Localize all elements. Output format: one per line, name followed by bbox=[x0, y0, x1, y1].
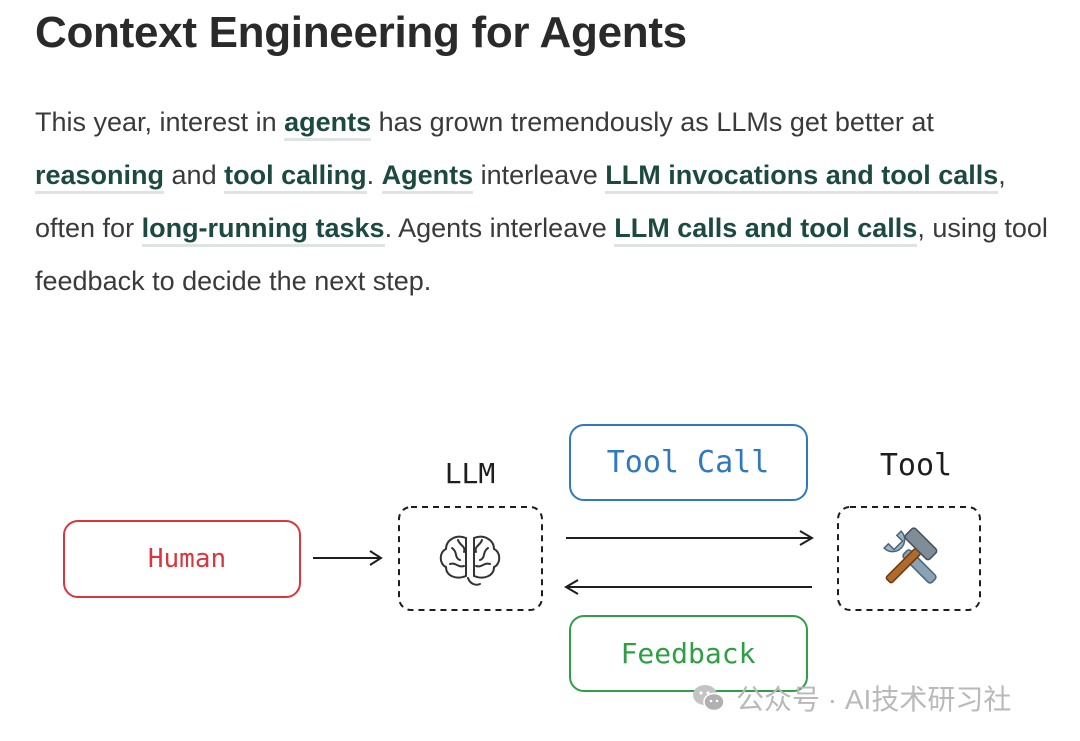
llm-label: LLM bbox=[445, 457, 496, 490]
watermark: 公众号 · AI技术研习社 bbox=[692, 676, 1011, 720]
intro-paragraph: This year, interest in agents has grown … bbox=[35, 96, 1055, 308]
intro-text: has grown tremendously as LLMs get bette… bbox=[371, 107, 934, 137]
link-reasoning[interactable]: reasoning bbox=[35, 160, 165, 194]
intro-text: interleave bbox=[473, 160, 606, 190]
wechat-icon bbox=[693, 685, 725, 712]
tool-call-label: Tool Call bbox=[607, 445, 770, 480]
hammer-wrench-icon bbox=[883, 527, 938, 584]
feedback-box: Feedback bbox=[569, 615, 808, 692]
intro-text: . bbox=[366, 160, 382, 190]
link-agents[interactable]: agents bbox=[284, 107, 372, 141]
link-long-running-tasks[interactable]: long-running tasks bbox=[141, 213, 385, 247]
intro-text: , using tool feedback to decide the next… bbox=[35, 213, 1048, 296]
intro-text: This year, interest in bbox=[35, 107, 285, 137]
tool-label: Tool bbox=[880, 448, 952, 483]
tool-call-box: Tool Call bbox=[569, 424, 808, 501]
tool-to-llm-arrow bbox=[564, 579, 812, 595]
watermark-text: 公众号 · AI技术研习社 bbox=[736, 684, 1012, 715]
human-label: Human bbox=[148, 544, 226, 574]
intro-text: , often for bbox=[35, 160, 1006, 243]
intro-text: and bbox=[164, 160, 225, 190]
llm-to-tool-arrow bbox=[566, 530, 814, 546]
link-llm-invocations[interactable]: LLM invocations and tool calls bbox=[605, 160, 999, 194]
human-to-llm-arrow bbox=[313, 550, 383, 566]
human-node: Human bbox=[63, 520, 301, 598]
brain-icon bbox=[439, 535, 501, 586]
feedback-label: Feedback bbox=[621, 637, 756, 670]
tool-node bbox=[837, 506, 981, 611]
agent-loop-diagram: Human LLM Tool Call bbox=[63, 424, 981, 692]
link-agents-2[interactable]: Agents bbox=[381, 160, 474, 194]
link-tool-calling[interactable]: tool calling bbox=[224, 160, 367, 194]
link-llm-calls[interactable]: LLM calls and tool calls bbox=[614, 213, 918, 247]
llm-node bbox=[398, 506, 543, 611]
intro-text: . Agents interleave bbox=[384, 213, 615, 243]
page-title: Context Engineering for Agents bbox=[35, 8, 687, 57]
